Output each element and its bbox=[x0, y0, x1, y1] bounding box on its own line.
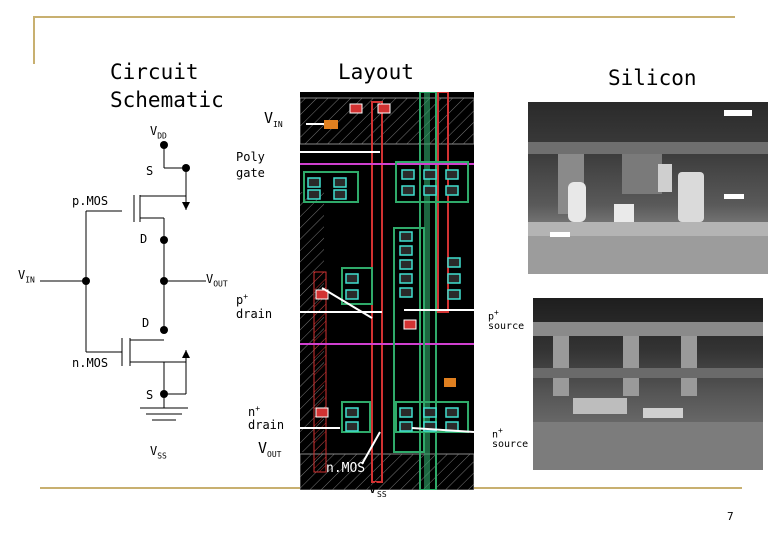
p-diffusion-left bbox=[303, 171, 359, 203]
n-drain-label-1: n+ bbox=[248, 404, 261, 419]
drain-bottom-label: D bbox=[142, 316, 150, 330]
vin-orange-contact bbox=[324, 120, 338, 129]
poly-gate-label-2: gate bbox=[236, 166, 265, 180]
n-diffusion-right bbox=[395, 401, 469, 433]
vss-rail bbox=[300, 453, 474, 490]
contacts bbox=[307, 169, 461, 432]
p-source-label-2: source bbox=[488, 321, 525, 332]
nmos-layout-label: n.MOS bbox=[326, 461, 366, 476]
frame-top-line bbox=[33, 16, 735, 18]
p-drain-label-2: drain bbox=[236, 307, 273, 321]
vss-schematic-label: VSS bbox=[150, 444, 167, 461]
page-number: 7 bbox=[727, 510, 734, 523]
pmos-label: p.MOS bbox=[72, 194, 109, 208]
metal-column-left bbox=[313, 271, 327, 473]
silicon-cross-section-top bbox=[528, 102, 768, 274]
vout-schematic-label: VOUT bbox=[206, 272, 228, 289]
vin-schematic-label: VIN bbox=[18, 268, 35, 285]
vdd-node bbox=[160, 141, 168, 149]
vout-layout-label: VOUT bbox=[258, 439, 282, 460]
p-source-label-1: p+ bbox=[488, 308, 499, 323]
source-top-label: S bbox=[146, 164, 154, 178]
drain-top-label: D bbox=[140, 232, 148, 246]
vin-layout-label: VIN bbox=[264, 109, 283, 130]
n-source-label-1: n+ bbox=[492, 426, 503, 441]
metal-column-main bbox=[371, 101, 383, 483]
nmos-source-node bbox=[160, 390, 168, 398]
vin-node bbox=[82, 277, 90, 285]
heading-circuit: Circuit bbox=[110, 60, 199, 84]
p-diffusion-mid bbox=[341, 267, 373, 305]
nmos-arrow bbox=[182, 350, 190, 358]
vout-node bbox=[160, 277, 168, 285]
silicon-cross-section-bottom bbox=[533, 298, 763, 470]
schematic-diagram bbox=[40, 141, 206, 421]
layout-drawing bbox=[300, 92, 474, 490]
p-diffusion-right bbox=[395, 161, 469, 203]
source-bottom-label: S bbox=[146, 388, 154, 402]
pmos-source-node bbox=[182, 164, 190, 172]
n-drain-label-2: drain bbox=[248, 418, 285, 432]
frame-left-line bbox=[33, 16, 35, 64]
poly-column-1 bbox=[419, 92, 437, 490]
pmos-arrow bbox=[182, 202, 190, 210]
layout-view bbox=[300, 92, 474, 490]
n-diffusion-left bbox=[341, 401, 371, 433]
layout-arrows bbox=[300, 123, 474, 465]
p-drain-label-1: p+ bbox=[236, 292, 249, 307]
heading-silicon: Silicon bbox=[608, 66, 697, 90]
nmos-drain-node bbox=[160, 326, 168, 334]
heading-schematic: Schematic bbox=[110, 88, 224, 112]
vout-orange-contact bbox=[444, 378, 456, 387]
heading-layout: Layout bbox=[338, 60, 414, 84]
rail-contacts bbox=[315, 103, 417, 418]
nmos-schematic-label: n.MOS bbox=[72, 356, 109, 370]
vss-layout-label: VSS bbox=[368, 479, 387, 500]
poly-column-2 bbox=[424, 92, 430, 490]
n-source-label-2: source bbox=[492, 439, 529, 450]
vdd-label: VDD bbox=[150, 124, 167, 141]
vertical-diffusion bbox=[393, 227, 425, 453]
poly-gate-label-1: Poly bbox=[236, 150, 265, 164]
pmos-drain-node bbox=[160, 236, 168, 244]
